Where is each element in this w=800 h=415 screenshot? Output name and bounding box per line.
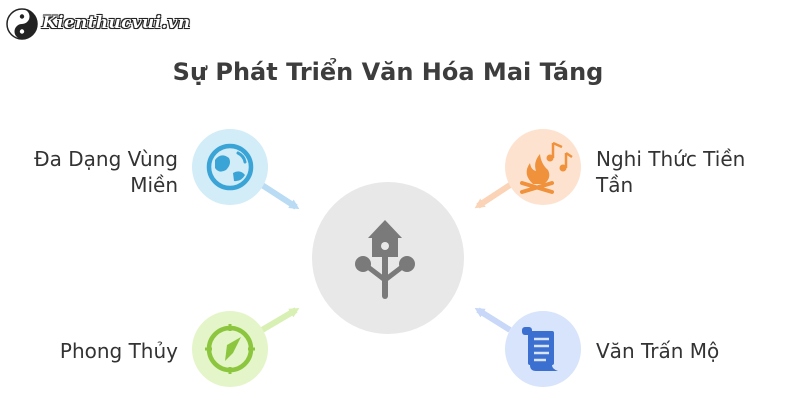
compass-icon — [205, 324, 255, 374]
yin-yang-icon — [6, 8, 38, 40]
arrow-scroll — [474, 307, 512, 333]
node-van-tran-mo[interactable] — [505, 311, 581, 387]
birdhouse-tree-icon — [355, 220, 415, 299]
label-phong-thuy: Phong Thủy — [59, 339, 178, 363]
page-title: Sự Phát Triển Văn Hóa Mai Táng — [172, 58, 604, 86]
label-nghi-thuc-tien-tan: Nghi Thức Tiền Tần — [596, 147, 746, 197]
arrow-compass — [260, 307, 300, 333]
logo-text: Kienthucvui.vn — [42, 13, 191, 33]
logo[interactable]: Kienthucvui.vn — [6, 4, 190, 44]
label-da-dang-vung-mien: Đa Dạng Vùng Miền — [34, 147, 178, 197]
arrow-globe — [260, 182, 300, 210]
arrow-campfire — [474, 182, 512, 209]
node-phong-thuy[interactable] — [192, 311, 268, 387]
center-node[interactable] — [312, 182, 464, 334]
node-da-dang-vung-mien[interactable] — [192, 129, 268, 205]
label-van-tran-mo: Văn Trấn Mộ — [596, 339, 720, 363]
globe-icon — [206, 143, 254, 191]
node-circle — [192, 129, 268, 205]
scroll-icon — [522, 327, 558, 371]
campfire-music-icon — [520, 141, 573, 194]
node-nghi-thuc-tien-tan[interactable] — [505, 129, 581, 205]
